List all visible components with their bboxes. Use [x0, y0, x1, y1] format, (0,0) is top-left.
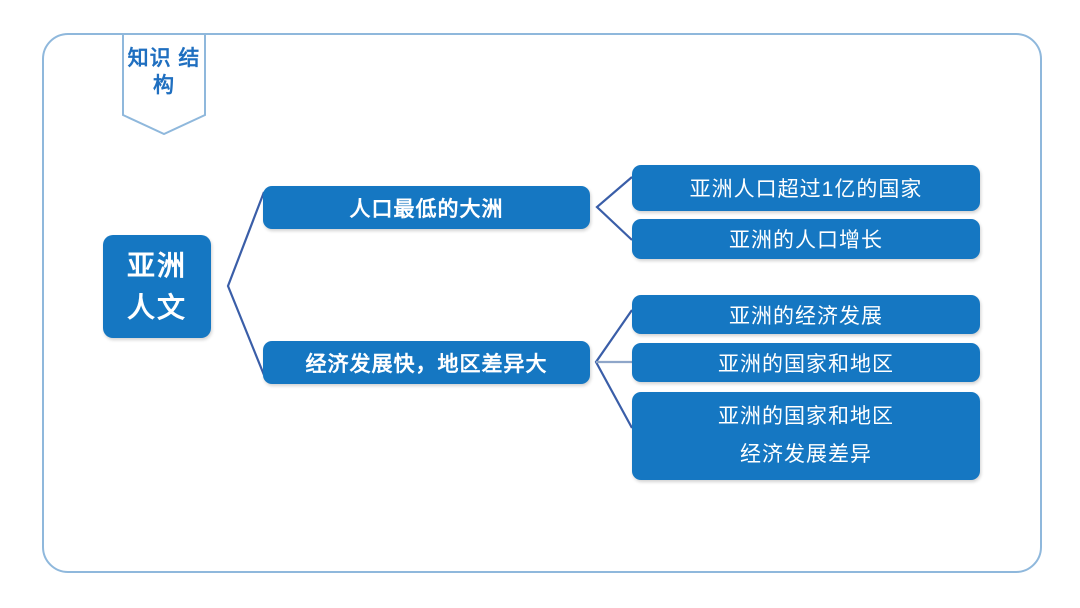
node-branch-2-child-1-label: 亚洲的经济发展 [729, 304, 883, 328]
node-branch-2-child-3-label: 亚洲的国家和地区 经济发展差异 [718, 405, 894, 466]
banner-label: 知识 结构 [127, 47, 201, 97]
node-branch-1-child-2-label: 亚洲的人口增长 [729, 229, 883, 252]
node-branch-1-label: 人口最低的大洲 [349, 197, 504, 221]
knowledge-structure-banner: 知识 结构 [122, 33, 206, 135]
node-branch-2-child-2[interactable]: 亚洲的国家和地区 [632, 343, 980, 382]
node-root-label: 亚洲 人文 [126, 249, 187, 323]
node-branch-2-child-2-label: 亚洲的国家和地区 [718, 352, 894, 376]
node-root[interactable]: 亚洲 人文 [103, 235, 211, 338]
node-branch-2-child-3[interactable]: 亚洲的国家和地区 经济发展差异 [632, 392, 980, 480]
node-branch-1-child-1[interactable]: 亚洲人口超过1亿的国家 [632, 165, 980, 211]
node-branch-1-child-2[interactable]: 亚洲的人口增长 [632, 219, 980, 259]
banner-ribbon-icon [122, 33, 206, 135]
node-branch-1[interactable]: 人口最低的大洲 [263, 186, 590, 229]
outer-frame-border [42, 33, 1042, 573]
node-branch-1-child-1-label: 亚洲人口超过1亿的国家 [689, 178, 923, 201]
node-branch-2-label: 经济发展快，地区差异大 [305, 352, 548, 376]
node-branch-2[interactable]: 经济发展快，地区差异大 [263, 341, 590, 384]
node-branch-2-child-1[interactable]: 亚洲的经济发展 [632, 295, 980, 334]
